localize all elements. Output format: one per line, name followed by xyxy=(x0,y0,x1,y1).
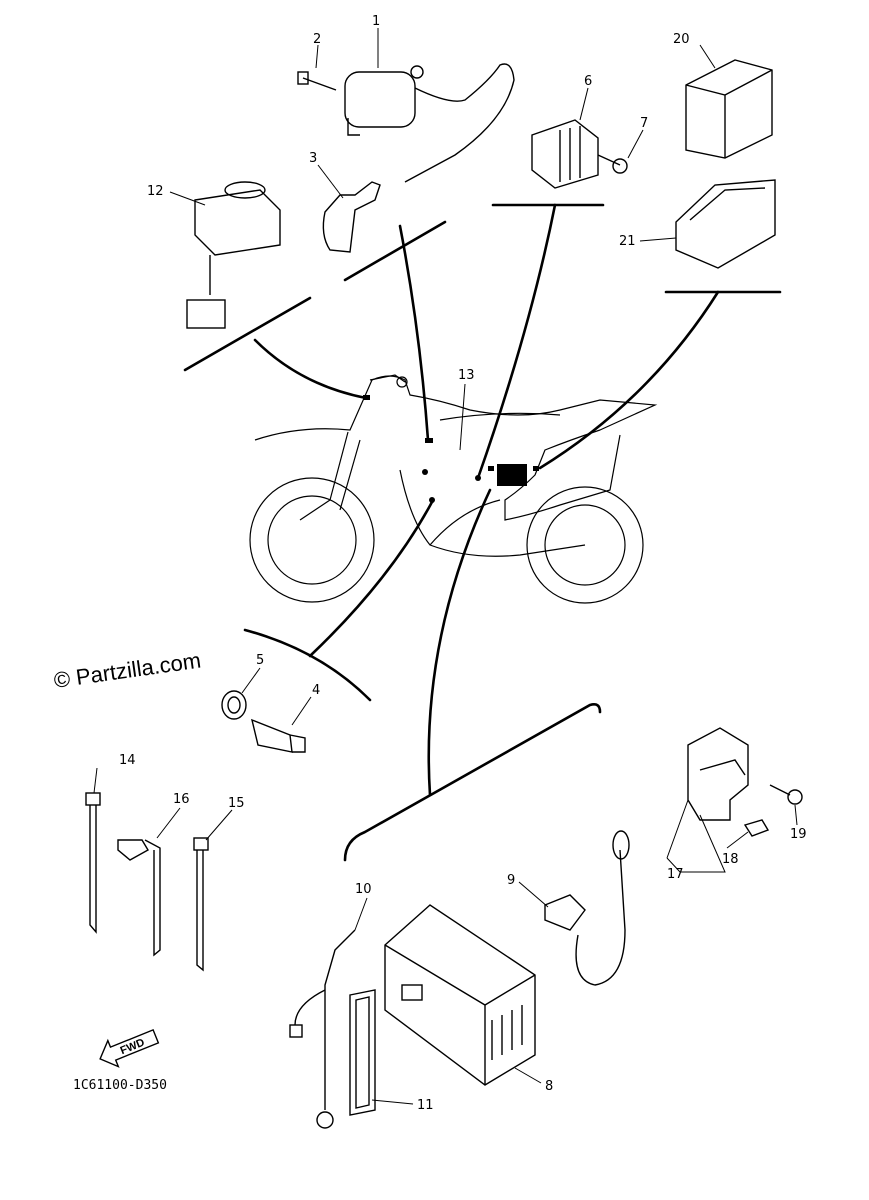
battery[interactable] xyxy=(384,904,536,1086)
callout-21: 21 xyxy=(619,234,636,249)
ignition-coil[interactable] xyxy=(344,63,515,183)
callout-10: 10 xyxy=(355,882,372,897)
fuse[interactable] xyxy=(743,819,770,837)
cdi-unit[interactable] xyxy=(685,59,773,159)
positive-lead[interactable] xyxy=(544,830,630,986)
battery-band[interactable] xyxy=(349,989,376,1116)
callout-5: 5 xyxy=(256,653,264,668)
callout-14: 14 xyxy=(119,753,136,768)
callout-19: 19 xyxy=(790,827,807,842)
callout-15: 15 xyxy=(228,796,245,811)
drawing-code: 1C61100-D350 xyxy=(73,1078,167,1093)
callout-12: 12 xyxy=(147,184,164,199)
rectifier-bolt[interactable] xyxy=(597,154,628,174)
cable-tie-long[interactable] xyxy=(85,792,101,934)
fwd-arrow: FWD xyxy=(99,1028,160,1068)
starter-relay[interactable] xyxy=(687,727,749,821)
starter-relay-unit[interactable] xyxy=(186,181,281,329)
cable-tie-short[interactable] xyxy=(193,837,209,972)
callout-7: 7 xyxy=(640,116,648,131)
callout-4: 4 xyxy=(312,683,320,698)
callout-13: 13 xyxy=(458,368,475,383)
rectifier-regulator[interactable] xyxy=(531,119,599,189)
callout-leader-lines xyxy=(93,28,798,1105)
callout-8: 8 xyxy=(545,1079,553,1094)
callout-17: 17 xyxy=(667,867,684,882)
cdi-holder[interactable] xyxy=(675,179,776,269)
callout-11: 11 xyxy=(417,1098,434,1113)
neutral-switch[interactable] xyxy=(251,718,306,753)
coil-bolt[interactable] xyxy=(297,71,337,91)
callout-16: 16 xyxy=(173,792,190,807)
spark-plug-cap[interactable] xyxy=(322,181,381,253)
callout-1: 1 xyxy=(372,14,380,29)
motorcycle-silhouette xyxy=(249,374,658,604)
callout-2: 2 xyxy=(313,32,321,47)
wire-harness-clamp[interactable] xyxy=(117,839,161,957)
watermark: © Partzilla.com xyxy=(52,648,202,693)
callout-9: 9 xyxy=(507,873,515,888)
switch-gasket[interactable] xyxy=(221,690,247,720)
relay-bolt[interactable] xyxy=(769,784,803,805)
callout-3: 3 xyxy=(309,151,317,166)
callout-labels: 1 2 3 4 5 6 7 8 9 10 11 12 13 14 15 16 1… xyxy=(119,14,807,1113)
callout-20: 20 xyxy=(673,32,690,47)
negative-lead[interactable] xyxy=(289,929,356,1129)
callout-18: 18 xyxy=(722,852,739,867)
group-bracket-lines xyxy=(183,203,782,862)
callout-6: 6 xyxy=(584,74,592,89)
